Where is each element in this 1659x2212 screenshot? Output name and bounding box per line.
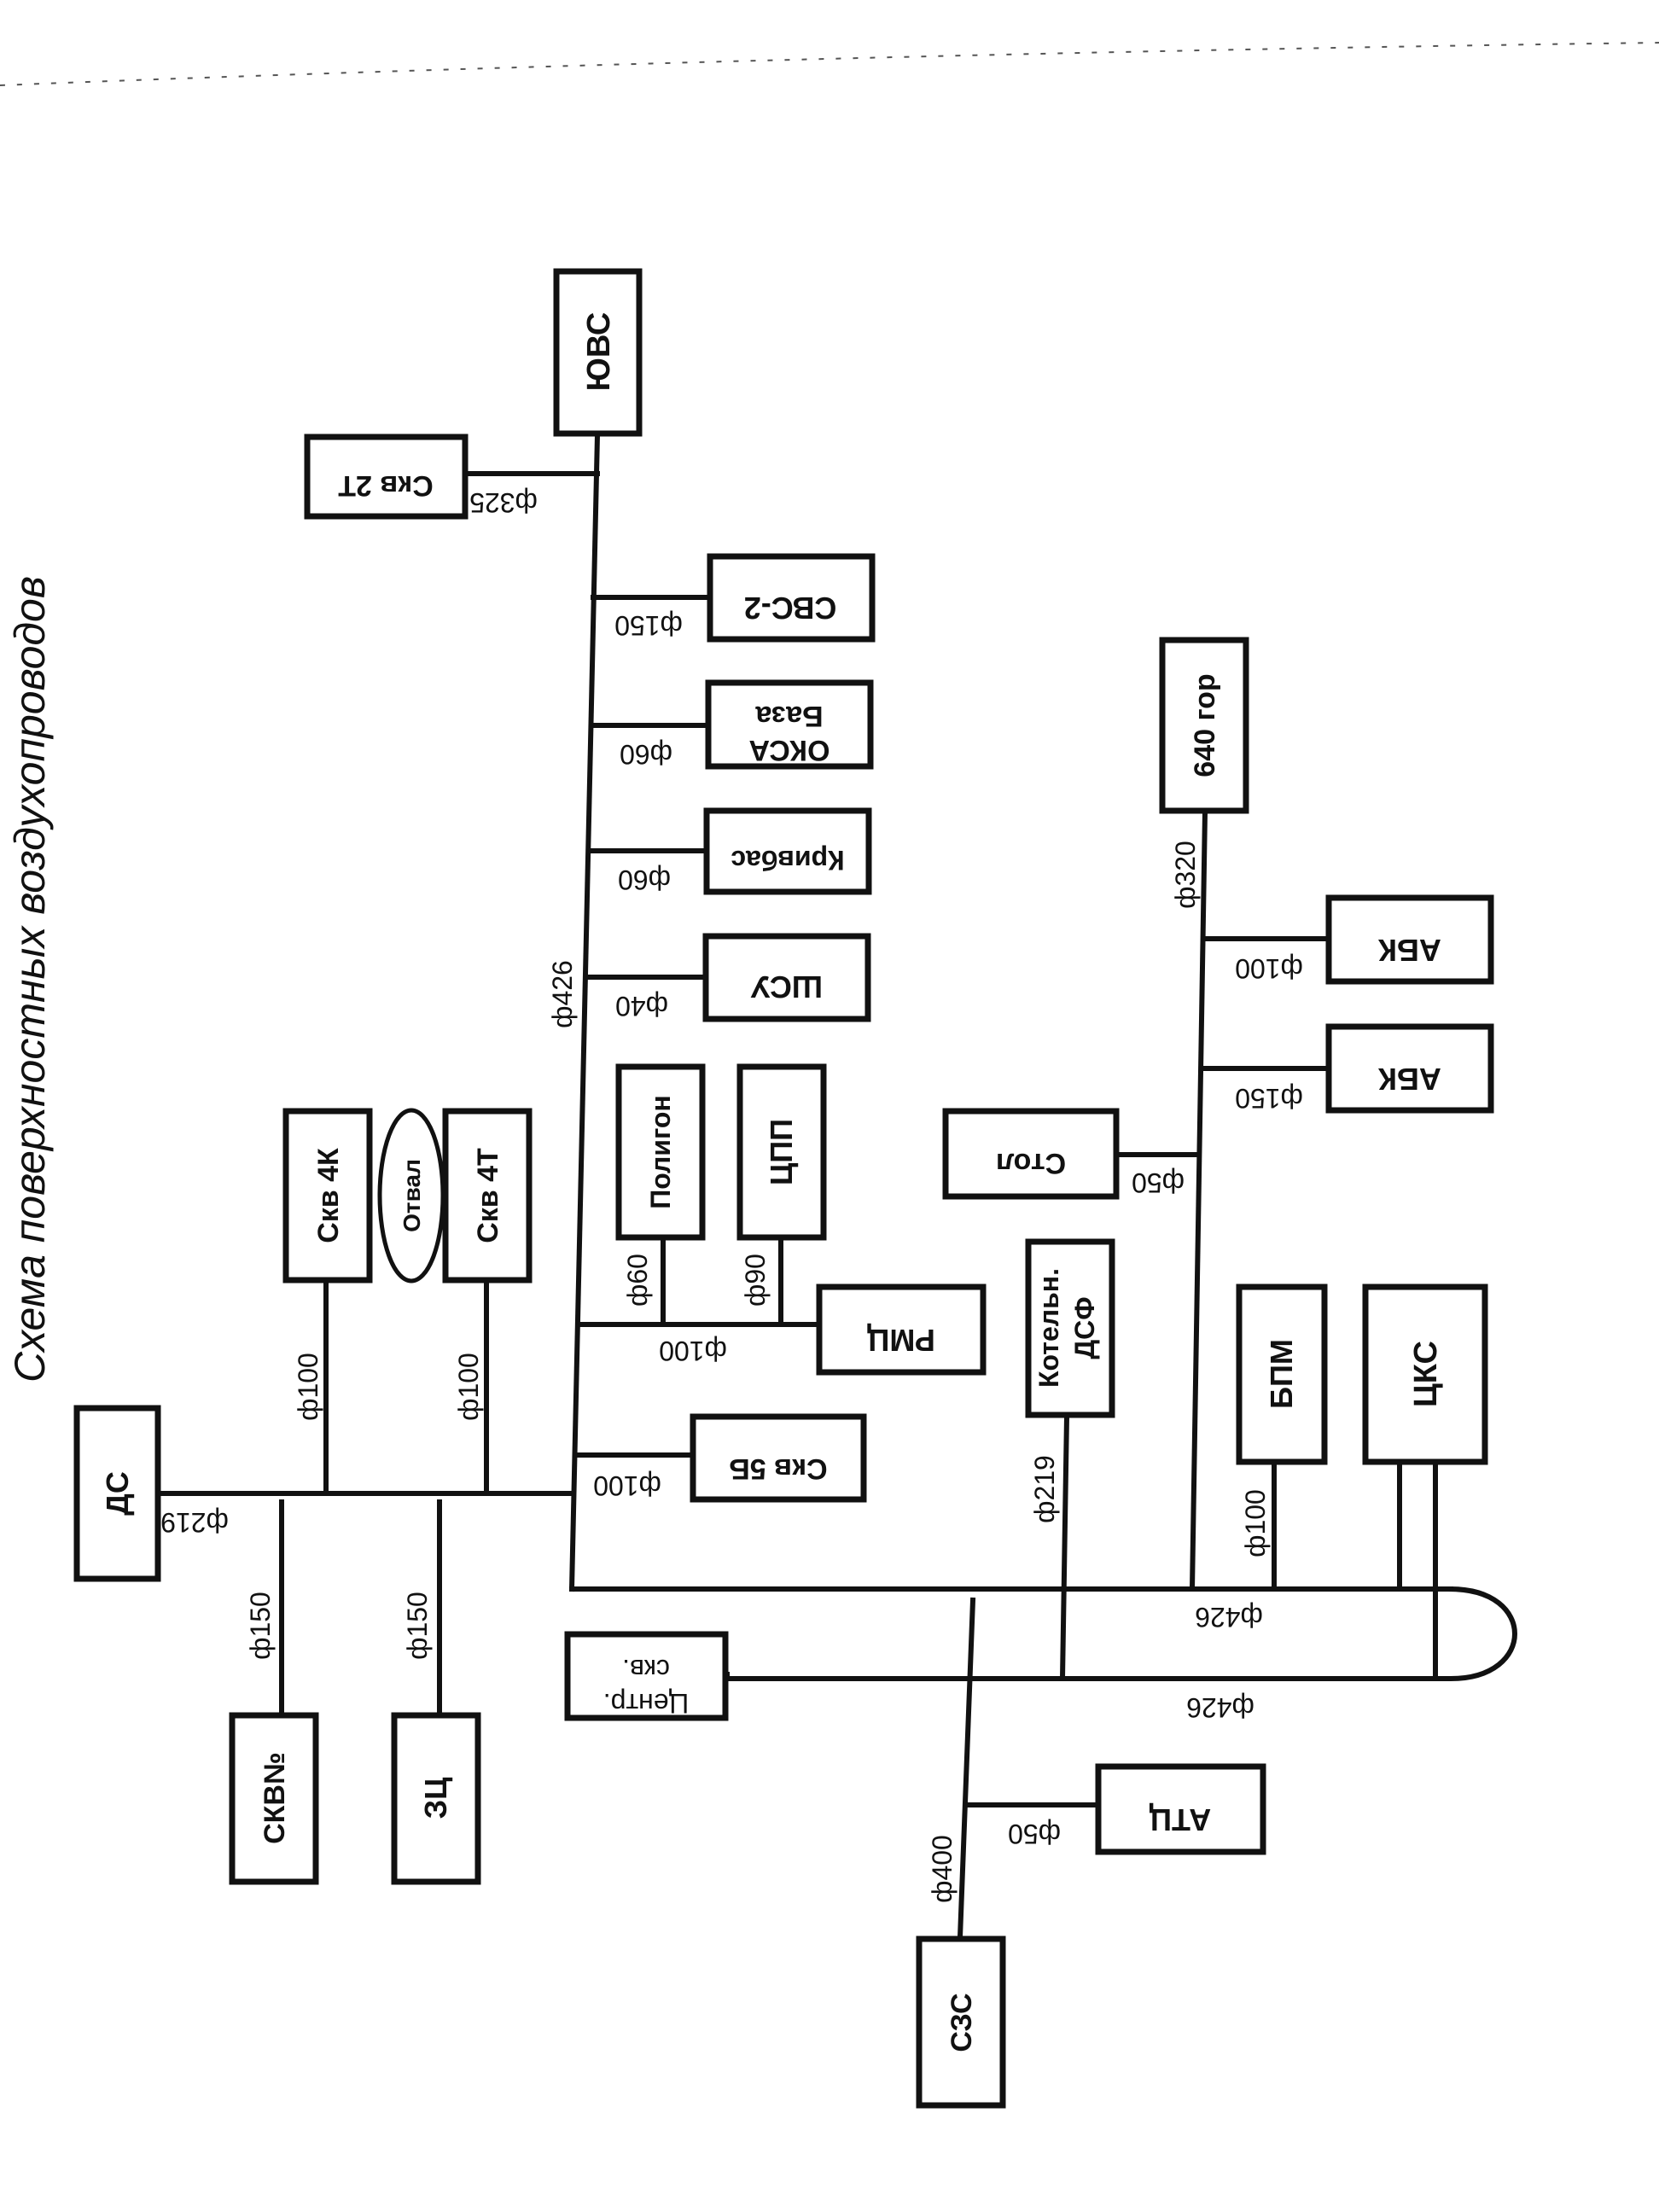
dia-skv2t: ф325 [469, 487, 538, 518]
dia-abk2: ф150 [1235, 1083, 1303, 1114]
node-abk1-label: АБК [1377, 933, 1441, 968]
node-atc-box [1095, 1763, 1266, 1855]
node-cks-label: ЦКС [1408, 1341, 1444, 1407]
node-skvn-box [229, 1712, 319, 1885]
node-ds-label: ДС [100, 1471, 135, 1516]
node-otval-label: Отвал [399, 1159, 425, 1232]
node-centr-label-1: Центр. [603, 1688, 689, 1719]
node-shsu-label: ШСУ [750, 969, 823, 1004]
node-baza-box [705, 679, 874, 770]
dia-szs: ф400 [927, 1835, 958, 1903]
node-kotel-label-1: Котельн. [1033, 1268, 1064, 1388]
node-rmc-box [816, 1284, 987, 1376]
dia-cpp: ф90 [740, 1254, 771, 1307]
node-krivbas-label: Кривбас [731, 845, 844, 876]
szs-pipe [957, 1597, 976, 1941]
dia-skv4k: ф100 [293, 1353, 323, 1421]
dia-stol: ф50 [1132, 1167, 1185, 1198]
node-skv2t-box [304, 434, 469, 520]
node-skvn-label: СКВ№ [259, 1752, 291, 1844]
pipelines [158, 432, 1517, 1941]
node-skv5b-box [690, 1413, 867, 1503]
nodes: ЮВС Скв 2Т СВС-2 База ОКСА Кривбас ШСУ 6… [73, 268, 1494, 2109]
gor640-pipe [1189, 809, 1208, 1592]
node-shsu-box [702, 933, 871, 1022]
node-szs-label: СЗС [946, 1993, 978, 2052]
node-bpm-box [1236, 1284, 1328, 1465]
node-zc-box [391, 1712, 481, 1885]
node-cks-box [1362, 1284, 1488, 1465]
node-poligon-label: Полигон [645, 1095, 676, 1209]
dia-loop-bottom: ф426 [1186, 1692, 1254, 1723]
node-svs2-box [707, 553, 876, 643]
node-gor640-label: 640 гор [1189, 673, 1221, 777]
node-stol-label: Стол [996, 1147, 1066, 1179]
dia-poligon: ф60 [622, 1254, 653, 1307]
node-stol-box [942, 1108, 1120, 1200]
node-abk1-box [1325, 894, 1494, 985]
dia-ds: ф219 [160, 1507, 229, 1538]
dia-skv5b: ф100 [593, 1470, 661, 1501]
dia-skv4t: ф100 [453, 1353, 484, 1421]
node-abk2-label: АБК [1377, 1062, 1441, 1097]
node-centr-label-2: скв. [622, 1654, 670, 1685]
dia-rmc: ф100 [659, 1336, 727, 1366]
node-cpp-box [736, 1063, 827, 1241]
node-poligon-box [615, 1063, 706, 1241]
dia-baza: ф60 [620, 739, 672, 770]
node-gor640-box [1159, 637, 1249, 814]
kotel-pipe [1059, 1413, 1070, 1682]
dia-bpm: ф100 [1240, 1489, 1271, 1557]
dia-krivbas: ф60 [618, 864, 671, 895]
node-cpp-label: ЦПП [764, 1119, 799, 1185]
node-yuvs-label: ЮВС [581, 312, 617, 392]
node-skv4t-label: Скв 4Т [472, 1148, 504, 1243]
node-rmc-label: РМЦ [866, 1323, 935, 1358]
dia-shsu: ф40 [615, 991, 668, 1022]
node-kotel-box [1025, 1238, 1115, 1418]
node-skv5b-label: Скв 5Б [729, 1452, 827, 1485]
diameter-labels: ф325 ф150 ф60 ф60 ф40 ф426 ф320 ф100 ф15… [160, 487, 1303, 1903]
loop-pipe [723, 1586, 1517, 1681]
dia-zc: ф150 [402, 1592, 433, 1660]
node-krivbas-box [703, 807, 872, 895]
node-baza-label-2: ОКСА [748, 734, 830, 766]
node-svs2-label: СВС-2 [744, 591, 837, 626]
node-atc-label: АТЦ [1149, 1802, 1211, 1837]
node-abk2-box [1325, 1023, 1494, 1114]
node-skv4k-box [282, 1108, 373, 1284]
node-skv4t-box [442, 1108, 533, 1284]
node-zc-label: ЗЦ [418, 1777, 453, 1819]
diagram-title: Схема поверхностных воздухопроводов [6, 576, 54, 1382]
dia-svs2: ф150 [614, 610, 683, 641]
scan-artifact-line [0, 42, 1659, 86]
node-ds-box [73, 1405, 161, 1582]
node-yuvs-box [553, 268, 643, 437]
dia-main: ф426 [547, 960, 578, 1028]
dia-loop-top: ф426 [1195, 1602, 1263, 1633]
dia-kotel: ф219 [1029, 1455, 1060, 1523]
dia-skvn: ф150 [245, 1592, 276, 1660]
node-kotel-label-2: ДСФ [1069, 1296, 1100, 1359]
dia-atc: ф50 [1008, 1819, 1061, 1849]
node-baza-label-1: База [754, 700, 823, 732]
node-skv4k-label: Скв 4К [312, 1148, 345, 1243]
dia-gor640: ф320 [1170, 841, 1201, 909]
node-centr-box [564, 1631, 729, 1721]
node-skv2t-label: Скв 2Т [338, 469, 434, 502]
dia-abk1: ф100 [1235, 953, 1303, 984]
node-bpm-label: БПМ [1264, 1339, 1299, 1409]
node-szs-box [916, 1936, 1006, 2109]
main-trunk-pipe [568, 432, 601, 1592]
